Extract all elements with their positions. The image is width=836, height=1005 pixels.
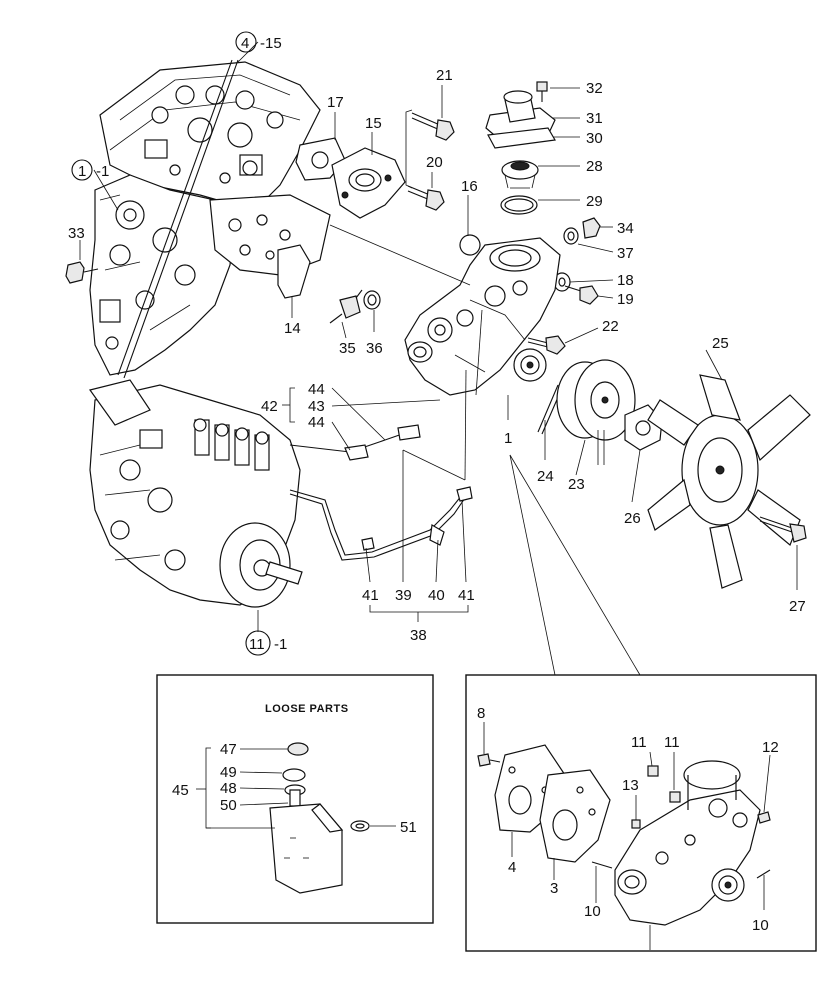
part-label-42: 42 — [261, 398, 278, 415]
pulley-23-illustration — [556, 359, 636, 465]
part-label-12: 12 — [762, 739, 779, 756]
part-label-8: 8 — [477, 705, 485, 722]
part-label-48: 48 — [220, 780, 237, 797]
pump-body-detail-illustration — [614, 760, 761, 926]
callout-11-suffix: -1 — [274, 636, 287, 653]
bolt-33-illustration — [65, 261, 99, 284]
water-pump-detail-box — [465, 674, 817, 952]
part-label-13: 13 — [622, 777, 639, 794]
bolt-27-illustration — [759, 516, 807, 543]
part-label-34: 34 — [617, 220, 634, 237]
part-label-50: 50 — [220, 797, 237, 814]
part-labels: 21 32 17 15 31 30 20 28 16 29 34 33 37 1… — [68, 67, 806, 934]
callout-1-number: 1 — [78, 163, 86, 180]
loose-parts-box — [156, 674, 434, 924]
part-label-33: 33 — [68, 225, 85, 242]
washer-51-illustration — [350, 820, 370, 832]
part-label-36: 36 — [366, 340, 383, 357]
part-label-30: 30 — [586, 130, 603, 147]
callout-4-suffix: -15 — [260, 35, 282, 52]
part-label-20: 20 — [426, 154, 443, 171]
part-label-19: 19 — [617, 291, 634, 308]
injection-pump-illustration — [88, 379, 303, 608]
part-label-21: 21 — [436, 67, 453, 84]
part-label-39: 39 — [395, 587, 412, 604]
outlet-15-illustration — [331, 147, 406, 219]
bolt-8-illustration — [477, 753, 501, 767]
part-label-37: 37 — [617, 245, 634, 262]
bolt-22-illustration — [527, 335, 566, 355]
part-label-4: 4 — [508, 859, 516, 876]
part-label-45: 45 — [172, 782, 189, 799]
part-label-44a: 44 — [308, 381, 325, 398]
bolt-32-illustration — [536, 81, 548, 102]
part-label-3: 3 — [550, 880, 558, 897]
part-label-15: 15 — [365, 115, 382, 132]
part-label-10b: 10 — [752, 917, 769, 934]
part-label-35: 35 — [339, 340, 356, 357]
callout-11-number: 11 — [249, 636, 265, 653]
part-label-41b: 41 — [458, 587, 475, 604]
part-label-49: 49 — [220, 764, 237, 781]
callout-1-1: 1 -1 — [71, 159, 109, 181]
o-ring-16-illustration — [459, 234, 481, 256]
cylinder-block-illustration — [89, 59, 331, 379]
part-label-25: 25 — [712, 335, 729, 352]
part-label-26: 26 — [624, 510, 641, 527]
part-label-29: 29 — [586, 193, 603, 210]
part-label-38: 38 — [410, 627, 427, 644]
part-label-23: 23 — [568, 476, 585, 493]
callout-4-15: 4 -15 — [235, 31, 282, 53]
bolt-20-illustration — [407, 185, 445, 211]
part-label-28: 28 — [586, 158, 603, 175]
leader-lines — [79, 41, 798, 676]
part-label-51: 51 — [400, 819, 417, 836]
washer-37-illustration — [563, 227, 579, 245]
gasket-3-illustration — [539, 769, 611, 863]
bolt-21-illustration — [411, 112, 455, 141]
part-label-11b: 11 — [664, 734, 680, 751]
pipe-44-illustration — [289, 424, 421, 461]
part-label-18: 18 — [617, 272, 634, 289]
cylinder-head-illustration — [99, 61, 321, 206]
part-label-44b: 44 — [308, 414, 325, 431]
pipe-39-illustration — [289, 486, 473, 561]
thermostat-28-illustration — [501, 160, 539, 189]
callout-4-number: 4 — [241, 35, 249, 52]
part-label-17: 17 — [327, 94, 344, 111]
water-pump-illustration — [404, 237, 561, 396]
fan-25-illustration — [647, 374, 811, 589]
bolt-19-illustration — [564, 285, 599, 305]
loose-parts-title: LOOSE PARTS — [265, 703, 349, 715]
part-label-40: 40 — [428, 587, 445, 604]
part-label-11a: 11 — [631, 734, 647, 751]
part-label-16: 16 — [461, 178, 478, 195]
part-label-43: 43 — [308, 398, 325, 415]
sensor-35-illustration — [329, 289, 363, 324]
washer-36-illustration — [363, 290, 381, 310]
part-label-24: 24 — [537, 468, 554, 485]
part-label-47: 47 — [220, 741, 237, 758]
gasket-30-illustration — [487, 127, 556, 149]
part-label-14: 14 — [284, 320, 301, 337]
bolt-34-illustration — [582, 217, 601, 239]
part-label-32: 32 — [586, 80, 603, 97]
loose-parts-leaders — [196, 747, 396, 829]
oil-filter-illustration — [269, 742, 344, 894]
plugs-detail-illustration — [591, 765, 771, 879]
seal-29-illustration — [500, 195, 538, 215]
part-label-31: 31 — [586, 110, 603, 127]
part-label-10a: 10 — [584, 903, 601, 920]
detail-leaders — [483, 722, 771, 950]
callout-1-suffix: -1 — [96, 163, 109, 180]
part-label-41a: 41 — [362, 587, 379, 604]
part-label-27: 27 — [789, 598, 806, 615]
part-label-22: 22 — [602, 318, 619, 335]
callout-11-1: 11 -1 — [245, 630, 287, 656]
part-label-1: 1 — [504, 430, 512, 447]
